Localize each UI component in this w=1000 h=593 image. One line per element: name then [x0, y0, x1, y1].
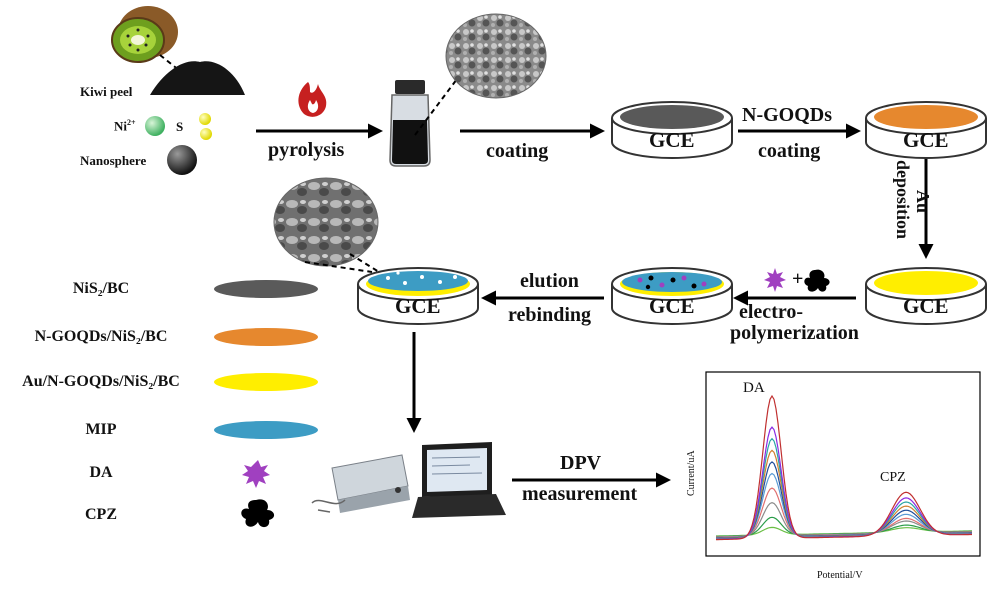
elution-label: elution [520, 270, 579, 292]
dpv-series-group [716, 394, 972, 541]
electro-label: electro- [739, 301, 804, 323]
chart-xlabel: Potential/V [817, 570, 863, 581]
ni-label: Ni2+ [114, 118, 136, 134]
legend-label-cpz: CPZ [85, 506, 117, 523]
plus-sign: + [792, 268, 804, 290]
electrode-eluted [357, 267, 479, 325]
cpz-blob-icon [804, 269, 830, 292]
chart-annotation-da: DA [743, 380, 765, 396]
gce-label-2: GCE [903, 128, 949, 152]
s-sphere-icon-2 [200, 128, 212, 140]
deposition-label: deposition [893, 160, 913, 240]
chart-annotation-cpz: CPZ [880, 470, 906, 485]
kiwi-peel-label: Kiwi peel [80, 84, 133, 99]
polymerization-label: polymerization [730, 322, 859, 344]
s-label: S [176, 119, 184, 134]
electrode-ngoqds [865, 101, 987, 159]
legend-label-mip: MIP [85, 421, 117, 438]
flame-icon [298, 82, 327, 117]
legend-label-nis2-bc: NiS₂/BC [72, 280, 130, 297]
measurement-label: measurement [522, 483, 638, 505]
chart-ylabel: Current/uA [686, 450, 697, 496]
kiwi-peel-powder-icon [150, 61, 245, 95]
coating-label: coating [486, 140, 549, 162]
sem-image-nanospheres [445, 13, 547, 99]
legend-label-da: DA [89, 464, 113, 481]
dpv-chart-frame [705, 371, 981, 557]
legend-shapes [214, 280, 318, 528]
nanosphere-label: Nanosphere [80, 153, 147, 168]
vial-icon [389, 80, 431, 167]
potentiostat-device-icon [311, 454, 410, 513]
ni-sphere-icon [145, 116, 165, 136]
electrode-polymerized [611, 267, 733, 325]
rebinding-label: rebinding [508, 304, 591, 326]
dpv-label: DPV [560, 452, 602, 474]
gce-label-1: GCE [649, 128, 695, 152]
legend-label-ngoqds: N-GOQDs/NiS₂/BC [34, 328, 168, 345]
ngoqds-label: N-GOQDs [742, 104, 832, 126]
ni-charge-label: 2+ [127, 118, 136, 127]
nanosphere-icon [167, 145, 197, 175]
legend-label-au: Au/N-GOQDs/NiS₂/BC [22, 373, 180, 390]
ngoqds-coating-label: coating [758, 140, 821, 162]
gce-label-4: GCE [649, 294, 695, 318]
electrode-bare [611, 101, 733, 159]
gce-label-3: GCE [903, 294, 949, 318]
electrode-au [865, 267, 987, 325]
da-star-icon [764, 268, 786, 292]
dpv-series-line-10 [716, 394, 972, 541]
pyrolysis-label: pyrolysis [268, 139, 345, 161]
s-sphere-icon-1 [199, 113, 211, 125]
kiwi-fruit-icon [111, 6, 178, 63]
sem-image-mip [273, 177, 379, 267]
au-label: Au [913, 190, 933, 214]
gce-label-5: GCE [395, 294, 441, 318]
laptop-icon [412, 442, 506, 518]
